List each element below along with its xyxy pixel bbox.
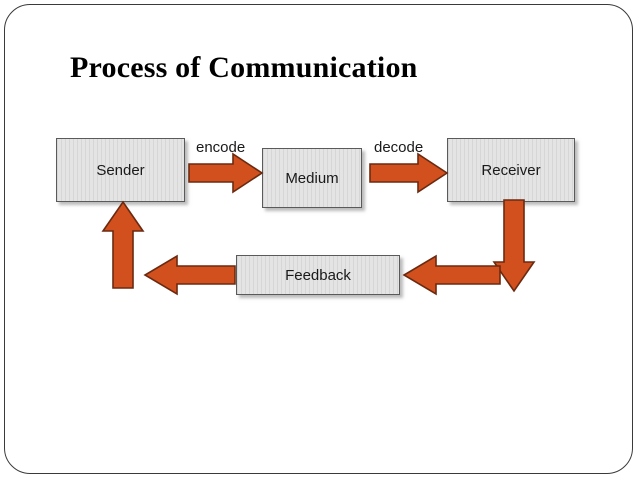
arrow-right-encode-icon — [188, 152, 264, 194]
arrow-up-sender-icon — [101, 200, 145, 289]
edge-label-decode: decode — [374, 139, 424, 156]
node-medium-label: Medium — [285, 169, 339, 187]
arrow-right-decode-icon — [369, 152, 449, 194]
edge-label-encode: encode — [196, 139, 246, 156]
node-receiver-label: Receiver — [481, 161, 541, 179]
node-sender-label: Sender — [96, 161, 145, 179]
arrow-left-feedback-in-icon — [402, 254, 501, 296]
slide-frame-border — [4, 4, 633, 474]
node-feedback-label: Feedback — [285, 266, 351, 284]
node-feedback[interactable]: Feedback — [236, 255, 400, 295]
node-medium[interactable]: Medium — [262, 148, 362, 208]
node-receiver[interactable]: Receiver — [447, 138, 575, 202]
page-title: Process of Communication — [70, 51, 418, 84]
node-sender[interactable]: Sender — [56, 138, 185, 202]
arrow-down-receiver-icon — [492, 199, 536, 293]
arrow-left-feedback-out-icon — [143, 254, 236, 296]
